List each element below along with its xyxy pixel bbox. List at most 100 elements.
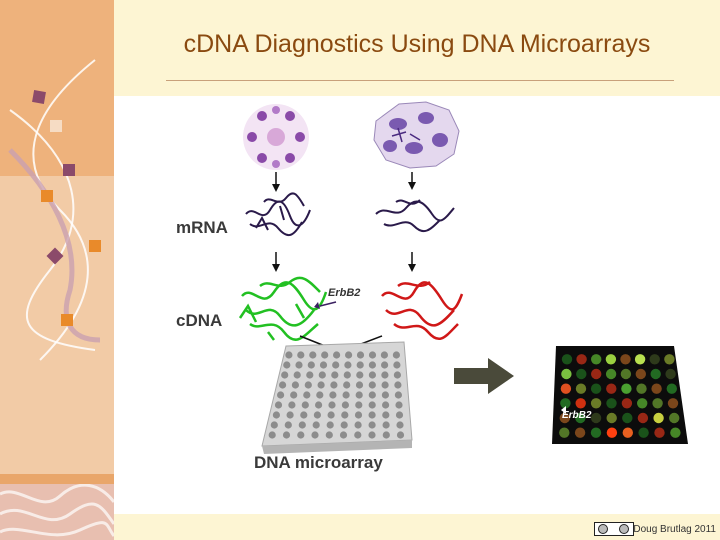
scan-spot bbox=[605, 368, 617, 380]
array-spot bbox=[327, 411, 335, 419]
array-spot bbox=[341, 401, 349, 409]
array-spot bbox=[354, 421, 362, 429]
scan-spot bbox=[669, 412, 680, 424]
array-spot bbox=[283, 361, 291, 369]
array-spot bbox=[382, 401, 390, 409]
array-spot bbox=[356, 371, 364, 379]
scan-spot bbox=[575, 398, 586, 409]
array-spot bbox=[332, 361, 340, 369]
sidebar-top-block bbox=[0, 0, 114, 176]
array-spot bbox=[355, 391, 363, 399]
scan-spot bbox=[559, 427, 570, 438]
helix-square bbox=[63, 164, 75, 176]
array-spot bbox=[355, 381, 364, 389]
array-spot bbox=[295, 361, 303, 369]
scan-spot bbox=[621, 398, 633, 409]
array-spot bbox=[298, 421, 306, 429]
scan-spot bbox=[667, 398, 679, 409]
array-spot bbox=[381, 361, 389, 369]
array-spot bbox=[301, 401, 309, 409]
array-spot bbox=[281, 371, 289, 379]
microarray-diagram: mRNA cDNA ErbB2 bbox=[114, 96, 720, 514]
helix-square bbox=[41, 190, 53, 202]
array-spot bbox=[297, 431, 305, 439]
arrow-mrna-to-cdna bbox=[272, 252, 416, 272]
scan-spot bbox=[621, 383, 632, 394]
array-spot bbox=[304, 381, 312, 389]
helix-square bbox=[46, 247, 64, 265]
scan-spot bbox=[591, 354, 602, 365]
scan-spot bbox=[560, 383, 572, 394]
array-spot bbox=[326, 421, 334, 429]
array-spot bbox=[333, 351, 341, 359]
scan-spot bbox=[574, 427, 586, 438]
array-spot bbox=[394, 391, 402, 399]
array-spot bbox=[313, 411, 321, 419]
creative-commons-badge-icon bbox=[594, 522, 634, 536]
array-spot bbox=[392, 351, 400, 359]
sidebar-texture bbox=[0, 484, 114, 540]
array-spot bbox=[330, 381, 338, 389]
scan-spot bbox=[637, 398, 648, 409]
scan-spot bbox=[605, 354, 617, 365]
array-spot bbox=[282, 431, 291, 439]
scan-spot bbox=[650, 368, 661, 380]
array-spot bbox=[368, 381, 376, 389]
dna-microarray-slide bbox=[261, 341, 413, 454]
scan-spot bbox=[590, 412, 602, 424]
array-spot bbox=[300, 411, 308, 419]
array-spot bbox=[325, 431, 333, 439]
array-spot bbox=[268, 431, 276, 439]
scan-spot bbox=[637, 412, 649, 424]
array-spot bbox=[394, 381, 402, 389]
array-spot bbox=[297, 351, 305, 359]
array-spot bbox=[291, 381, 299, 389]
scan-spot bbox=[590, 427, 602, 438]
scan-spot bbox=[606, 383, 617, 394]
sidebar-decoration bbox=[0, 0, 114, 540]
scan-spot bbox=[634, 354, 646, 365]
array-spot bbox=[277, 391, 285, 399]
array-spot bbox=[309, 351, 317, 359]
array-spot bbox=[286, 411, 294, 419]
tumor-cdna-strands bbox=[381, 280, 464, 341]
scan-spot bbox=[590, 383, 602, 394]
erbb2-marker-icon bbox=[561, 406, 566, 414]
array-spot bbox=[393, 371, 401, 379]
scan-spot bbox=[575, 383, 587, 394]
array-spot bbox=[343, 371, 351, 379]
normal-cdna-strands bbox=[238, 276, 328, 341]
credit-text: Doug Brutlag 2011 bbox=[633, 524, 716, 535]
array-spot bbox=[368, 431, 376, 439]
scan-spot bbox=[638, 427, 649, 438]
array-spot bbox=[306, 371, 314, 379]
array-spot bbox=[290, 391, 298, 399]
sidebar-band bbox=[0, 474, 114, 484]
scan-spot bbox=[665, 368, 676, 380]
array-spot bbox=[380, 351, 388, 359]
scan-erbb2-label: ErbB2 bbox=[562, 410, 592, 421]
scan-spot bbox=[666, 383, 677, 394]
array-spot bbox=[321, 351, 329, 359]
array-spot bbox=[340, 421, 348, 429]
cdna-label: cDNA bbox=[176, 311, 222, 330]
array-spot bbox=[288, 401, 296, 409]
array-spot bbox=[312, 421, 320, 429]
scan-spot bbox=[622, 412, 633, 424]
array-spot bbox=[345, 351, 353, 359]
scan-spot bbox=[606, 427, 618, 438]
array-spot bbox=[328, 401, 336, 409]
array-spot bbox=[318, 371, 326, 379]
helix-square bbox=[61, 314, 73, 326]
scan-spot bbox=[620, 354, 631, 365]
scan-spot bbox=[561, 368, 572, 380]
array-spot bbox=[279, 381, 287, 389]
array-spot bbox=[381, 391, 389, 399]
scan-spot bbox=[576, 368, 587, 380]
array-spot bbox=[307, 361, 315, 369]
array-spot bbox=[284, 421, 292, 429]
scan-spot bbox=[575, 412, 586, 424]
mrna-label: mRNA bbox=[176, 218, 228, 237]
microarray-scan-result: ErbB2 bbox=[552, 346, 688, 444]
array-spot bbox=[368, 401, 376, 409]
